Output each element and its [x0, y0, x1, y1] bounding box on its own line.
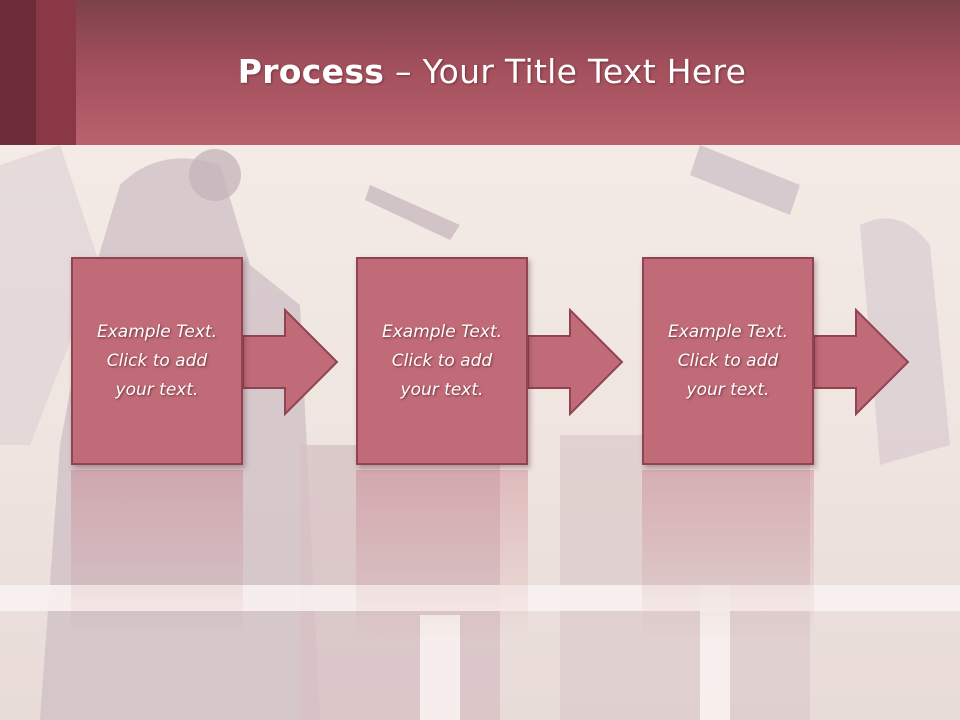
step-3-box[interactable]: Example Text. Click to add your text.: [642, 257, 814, 465]
step-1-arrow-icon: [243, 308, 339, 416]
step-1-line-2: Click to add: [106, 350, 208, 371]
step-2-arrow-icon: [528, 308, 624, 416]
background-photo: [0, 145, 960, 720]
slide-title-bold: Process: [237, 52, 385, 91]
step-3-line-1: Example Text.: [667, 321, 789, 342]
step-2-line-2: Click to add: [391, 350, 493, 371]
header-accent-dark: [0, 0, 36, 145]
step-3-reflection: [642, 470, 814, 640]
step-2-line-3: your text.: [400, 379, 484, 400]
slide-title[interactable]: Process – Your Title Text Here: [0, 52, 960, 91]
slide-title-rest: – Your Title Text Here: [384, 52, 747, 91]
step-3-line-3: your text.: [686, 379, 770, 400]
step-1-line-3: your text.: [115, 379, 199, 400]
step-1-box[interactable]: Example Text. Click to add your text.: [71, 257, 243, 465]
step-1-text: Example Text. Click to add your text.: [82, 318, 232, 405]
header-accent: [36, 0, 76, 145]
step-1-reflection: [71, 470, 243, 640]
step-2-reflection: [356, 470, 528, 640]
step-2-line-1: Example Text.: [381, 321, 503, 342]
step-2-text: Example Text. Click to add your text.: [367, 318, 517, 405]
step-3-text: Example Text. Click to add your text.: [653, 318, 803, 405]
step-3-line-2: Click to add: [677, 350, 779, 371]
step-1-line-1: Example Text.: [96, 321, 218, 342]
title-bar: Process – Your Title Text Here: [0, 0, 960, 145]
step-2-box[interactable]: Example Text. Click to add your text.: [356, 257, 528, 465]
step-3-arrow-icon: [814, 308, 910, 416]
